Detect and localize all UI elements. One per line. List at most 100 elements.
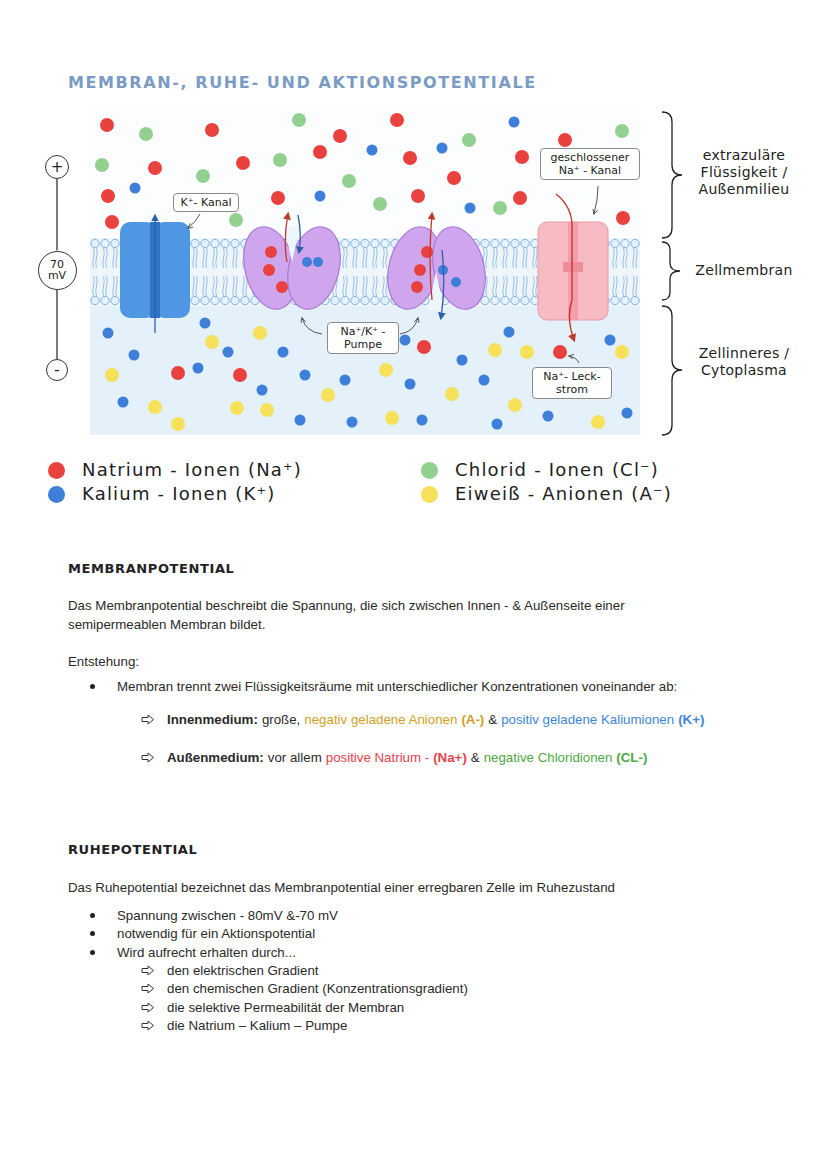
arrow-bullet-shape bbox=[142, 1003, 154, 1012]
ion-dot bbox=[492, 419, 503, 430]
arrow-bullet bbox=[141, 965, 155, 976]
ion-dot bbox=[465, 203, 476, 214]
node-text: - bbox=[54, 362, 60, 378]
callout-box: K⁺- Kanal bbox=[173, 193, 239, 212]
ion-dot bbox=[543, 411, 554, 422]
ion-dot bbox=[615, 124, 629, 138]
sub-bullet-text: den elektrischen Gradient bbox=[167, 961, 767, 980]
arrow-bullet-shape bbox=[142, 966, 154, 975]
text-line: Außenmedium:vor allempositive Natrium -(… bbox=[167, 748, 762, 767]
ion-dot bbox=[340, 375, 351, 386]
ion-dot bbox=[271, 191, 285, 205]
legend-swatch bbox=[48, 462, 65, 479]
ion-dot bbox=[118, 397, 129, 408]
text-run: positive Natrium - bbox=[326, 750, 429, 765]
ion-dot bbox=[100, 118, 114, 132]
ion-dot bbox=[479, 375, 490, 386]
scale-line bbox=[56, 179, 57, 251]
ion-dot bbox=[295, 415, 306, 426]
polarity-circle: - bbox=[46, 359, 68, 381]
ion-dot bbox=[457, 355, 468, 366]
ion-dot bbox=[553, 345, 567, 359]
ion-dot bbox=[411, 189, 425, 203]
ion-dot bbox=[605, 335, 616, 346]
region-label: extrazuläre Flüssigkeit / Außenmilieu bbox=[684, 147, 804, 198]
ion-dot bbox=[292, 113, 306, 127]
region-label: Zellmembran bbox=[684, 262, 804, 279]
bullet-dot bbox=[90, 684, 95, 689]
text-run: negativ geladene Anionen bbox=[304, 712, 457, 727]
ion-dot bbox=[253, 326, 267, 340]
bullet-dot bbox=[90, 913, 95, 918]
ion-dot bbox=[260, 403, 274, 417]
ion-dot bbox=[205, 123, 219, 137]
ion-dot bbox=[405, 379, 416, 390]
legend-swatch bbox=[421, 486, 438, 503]
legend-text: Eiweiß - Anionen (A⁻) bbox=[455, 483, 672, 505]
text-line: Innenmedium:große,negativ geladene Anion… bbox=[167, 710, 762, 729]
brace bbox=[662, 242, 680, 300]
ion-dot bbox=[400, 335, 411, 346]
bullet-text: Wird aufrecht erhalten durch... bbox=[117, 943, 767, 962]
ion-dot bbox=[347, 417, 358, 428]
sub-bullet-text: den chemischen Gradient (Konzentrationsg… bbox=[167, 979, 767, 998]
ion-dot bbox=[233, 368, 247, 382]
ion-dot bbox=[129, 350, 140, 361]
text-run: & bbox=[488, 712, 497, 727]
ion-dot bbox=[333, 129, 347, 143]
ion-dot bbox=[171, 417, 185, 431]
brace bbox=[662, 306, 682, 435]
leader-line bbox=[594, 186, 598, 214]
ion-dot bbox=[437, 143, 448, 154]
arrow-bullet-shape bbox=[142, 715, 154, 724]
term: Außenmedium: bbox=[167, 750, 264, 765]
arrow-bullet bbox=[141, 1020, 155, 1031]
text-run: & bbox=[471, 750, 480, 765]
bullet-text: notwendig für ein Aktionspotential bbox=[117, 924, 767, 943]
ion-dot bbox=[462, 133, 476, 147]
legend-text: Chlorid - Ionen (Cl⁻) bbox=[455, 459, 659, 481]
ion-dot bbox=[278, 347, 289, 358]
closed-sodium-channel bbox=[538, 194, 608, 340]
text-run: vor allem bbox=[268, 750, 322, 765]
section-heading: MEMBRANPOTENTIAL bbox=[68, 561, 234, 576]
ion-dot bbox=[95, 158, 109, 172]
ion-symbol: (K+) bbox=[678, 712, 704, 727]
ion-dot bbox=[101, 189, 115, 203]
ion-dot bbox=[105, 368, 119, 382]
node-text: geschlossener Na⁺ - Kanal bbox=[547, 151, 633, 177]
leader-line bbox=[188, 214, 200, 228]
ion-dot bbox=[103, 328, 114, 339]
bullet-dot bbox=[90, 950, 95, 955]
ion-dot bbox=[615, 345, 629, 359]
ion-dot bbox=[513, 191, 527, 205]
cytoplasm-ground bbox=[90, 306, 640, 435]
ion-dot bbox=[417, 340, 431, 354]
ion-dot bbox=[321, 388, 335, 402]
leader-line bbox=[400, 318, 418, 334]
bullet-dot bbox=[90, 931, 95, 936]
extracellular-ground bbox=[90, 110, 640, 238]
ion-dot bbox=[447, 171, 461, 185]
ion-dot bbox=[230, 401, 244, 415]
ion-dot bbox=[504, 327, 515, 338]
ion-dot bbox=[385, 411, 399, 425]
ion-dot bbox=[558, 133, 572, 147]
arrow-bullet-shape bbox=[142, 984, 154, 993]
legend-swatch bbox=[421, 462, 438, 479]
node-text: K⁺- Kanal bbox=[180, 196, 232, 209]
arrow-bullet-shape bbox=[142, 1021, 154, 1030]
ion-dot bbox=[622, 408, 633, 419]
bullet-text: Spannung zwischen - 80mV &-70 mV bbox=[117, 906, 767, 925]
node-text: Na⁺- Leck- strom bbox=[539, 370, 605, 396]
brace bbox=[662, 112, 682, 238]
ion-dot bbox=[229, 213, 243, 227]
ion-dot bbox=[616, 211, 630, 225]
text-run: große, bbox=[262, 712, 300, 727]
ion-dot bbox=[379, 363, 393, 377]
ion-dot bbox=[200, 318, 211, 329]
ion-dot bbox=[105, 215, 119, 229]
callout-box: geschlossener Na⁺ - Kanal bbox=[540, 148, 640, 180]
arrow-bullet bbox=[141, 983, 155, 994]
